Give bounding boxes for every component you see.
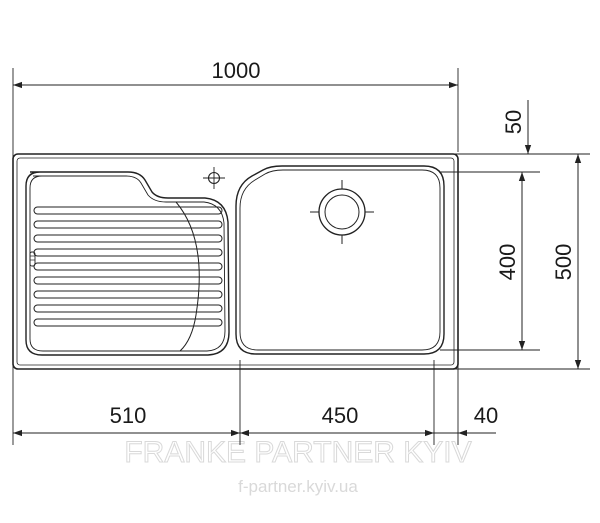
drainer-rib bbox=[33, 262, 223, 271]
drainer-ribs bbox=[33, 206, 223, 327]
overflow-icon bbox=[29, 251, 36, 267]
dim-bowl-width: 450 bbox=[322, 403, 359, 428]
drain-icon bbox=[310, 180, 374, 244]
dim-drainer-width: 510 bbox=[110, 403, 147, 428]
drainer-rib bbox=[33, 234, 223, 243]
tap-hole-icon bbox=[203, 167, 225, 189]
drainer-board-inner bbox=[29, 175, 226, 352]
sink-body bbox=[12, 153, 459, 370]
drainer-board-outline bbox=[25, 171, 230, 356]
dim-overall-depth: 500 bbox=[551, 244, 576, 281]
dim-offset-right: 40 bbox=[474, 403, 498, 428]
watermark-brand: FRANKE PARTNER KYIV bbox=[124, 436, 471, 469]
drainer-rib bbox=[33, 304, 223, 313]
drainer-rib bbox=[33, 318, 223, 327]
bowl-inner bbox=[239, 169, 441, 351]
dim-offset-top: 50 bbox=[501, 110, 526, 134]
watermark-url: f-partner.kyiv.ua bbox=[238, 477, 358, 496]
drainer-rib bbox=[33, 276, 223, 285]
drainer-rib bbox=[33, 220, 223, 229]
drainer-curve bbox=[175, 201, 200, 352]
bowl-outline bbox=[235, 165, 445, 355]
dim-overall-width: 1000 bbox=[212, 58, 261, 83]
drainer-rib bbox=[33, 206, 223, 215]
dimension-lines bbox=[13, 81, 582, 437]
dim-bowl-depth: 400 bbox=[495, 244, 520, 281]
sink-outer-rim bbox=[12, 153, 459, 370]
drainer-rib bbox=[33, 290, 223, 299]
drainer-rib bbox=[33, 248, 223, 257]
sink-inner-rim bbox=[16, 157, 455, 366]
